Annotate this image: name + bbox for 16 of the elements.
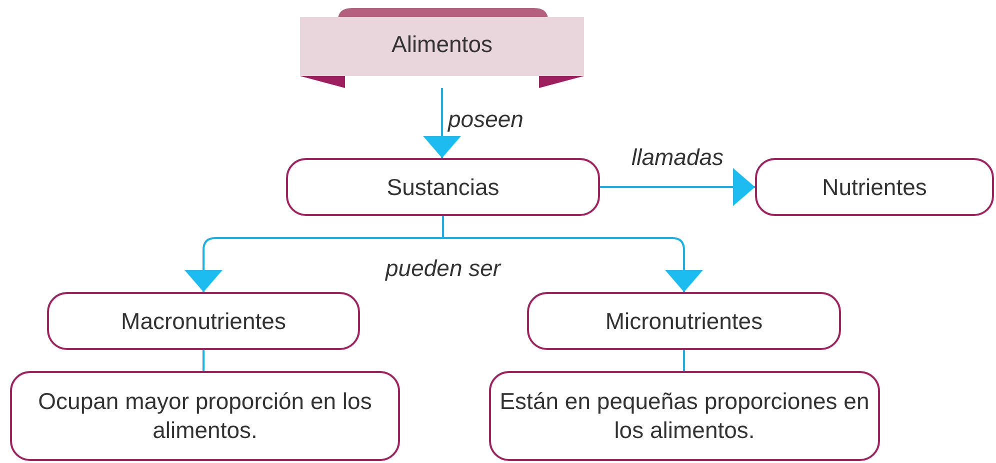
concept-box [286,158,600,216]
node-text: Ocupan mayor proporción en los alimentos. [37,387,373,445]
connector-line [683,350,685,371]
node-text: Están en pequeñas proporciones en los alimentos. [499,387,870,445]
ribbon-banner [300,8,584,88]
connector-line [202,350,204,371]
node-text: Nutrientes [822,172,927,202]
node-text: Macronutrientes [121,306,286,336]
description-box [10,371,400,461]
node-text: Sustancias [386,172,500,202]
concept-box [47,292,360,350]
description-box [489,371,880,461]
concept-box [527,292,841,350]
concept-box [755,158,994,216]
node-text: Alimentos [392,30,492,59]
node-text: Micronutrientes [605,306,763,336]
